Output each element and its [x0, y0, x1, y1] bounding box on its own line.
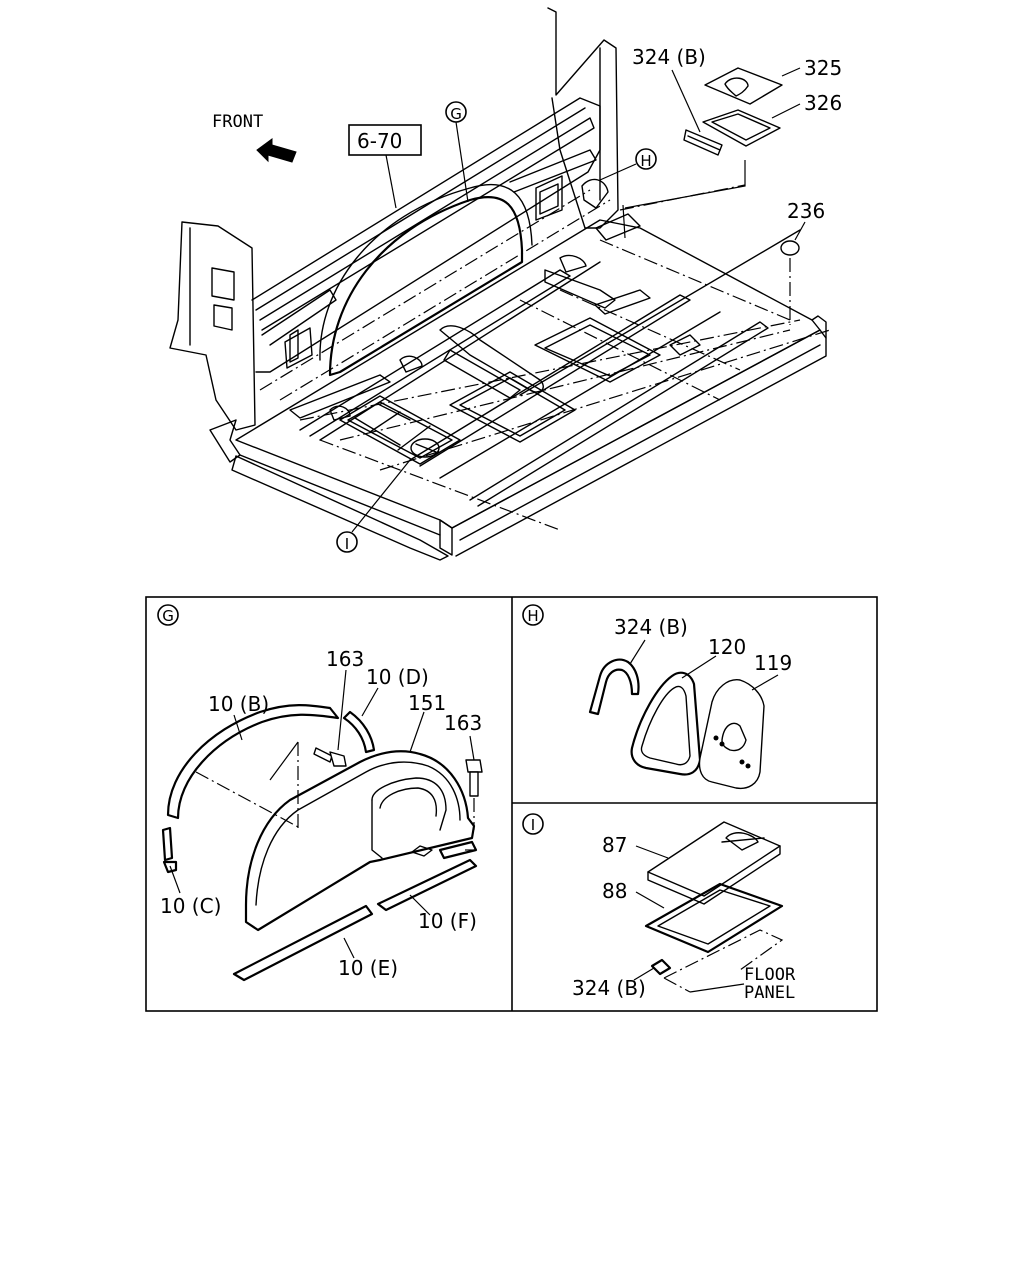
label-151: 151: [408, 691, 446, 715]
seal-strip-10b: [166, 704, 340, 820]
svg-text:H: H: [527, 607, 538, 625]
label-10d: 10 (D): [366, 665, 429, 689]
svg-text:G: G: [450, 105, 462, 123]
detail-i-floor-hatch: I 87 88 324 (B) FLOOR PANEL: [522, 813, 796, 1003]
wheel-arch: [328, 195, 524, 377]
bolt-163-a: [313, 747, 347, 767]
plug-236: [780, 240, 800, 256]
label-326: 326: [804, 91, 842, 115]
floor-hatch-cover: [339, 395, 461, 465]
cover-119: [698, 679, 765, 790]
label-10b: 10 (B): [208, 692, 269, 716]
svg-text:I: I: [345, 535, 349, 553]
tape-324b-i: [650, 958, 672, 976]
label-10f: 10 (F): [418, 909, 477, 933]
seal-strip-10e: [232, 904, 374, 982]
cover-325: [704, 67, 783, 105]
tape-324b: [683, 129, 723, 156]
ref-leader: [385, 154, 397, 209]
arch-panel-151: [244, 750, 476, 932]
label-236: 236: [787, 199, 825, 223]
label-119: 119: [754, 651, 792, 675]
detail-panels: [145, 596, 878, 1012]
label-324b-main: 324 (B): [632, 45, 706, 69]
label-88: 88: [602, 879, 627, 903]
front-arrow-icon: [256, 138, 297, 163]
label-87: 87: [602, 833, 627, 857]
right-rear-pillar: [547, 7, 619, 229]
label-324b-h: 324 (B): [614, 615, 688, 639]
left-rear-pillar: [169, 221, 256, 431]
ref-box-6-70: [348, 124, 422, 156]
label-163-a: 163: [326, 647, 364, 671]
detail-h-hole-cover: H 324 (B) 120 119: [522, 604, 792, 790]
callout-H-icon: [635, 148, 657, 170]
label-120: 120: [708, 635, 746, 659]
seal-88: [644, 882, 784, 954]
bolt-163-b: [465, 759, 483, 797]
label-10e: 10 (E): [338, 956, 398, 980]
ref-box-label: 6-70: [357, 129, 402, 153]
label-325: 325: [804, 56, 842, 80]
seal-strip-10c: [161, 826, 174, 862]
detail-I-icon: [522, 813, 544, 835]
seal-120: [630, 671, 702, 776]
seal-strip-10d: [342, 710, 376, 754]
svg-text:H: H: [640, 152, 651, 170]
label-163-b: 163: [444, 711, 482, 735]
detail-g-wheel-arch: G: [157, 604, 483, 982]
floor-assembly-view: FRONT 6-70: [169, 7, 842, 561]
front-label: FRONT: [212, 112, 263, 132]
detail-G-icon: [157, 604, 179, 626]
cover-87: [647, 821, 781, 897]
label-floor: FLOOR: [744, 965, 796, 985]
callout-I-icon: [336, 531, 358, 553]
svg-text:I: I: [531, 816, 535, 834]
label-324b-i: 324 (B): [572, 976, 646, 1000]
seal-strip-10f: [376, 858, 478, 912]
label-10c: 10 (C): [160, 894, 221, 918]
label-panel: PANEL: [744, 983, 795, 1003]
tape-324b-h: [588, 658, 640, 716]
svg-text:G: G: [162, 607, 174, 625]
floor-panel-outline: [663, 929, 784, 979]
detail-H-icon: [522, 604, 544, 626]
